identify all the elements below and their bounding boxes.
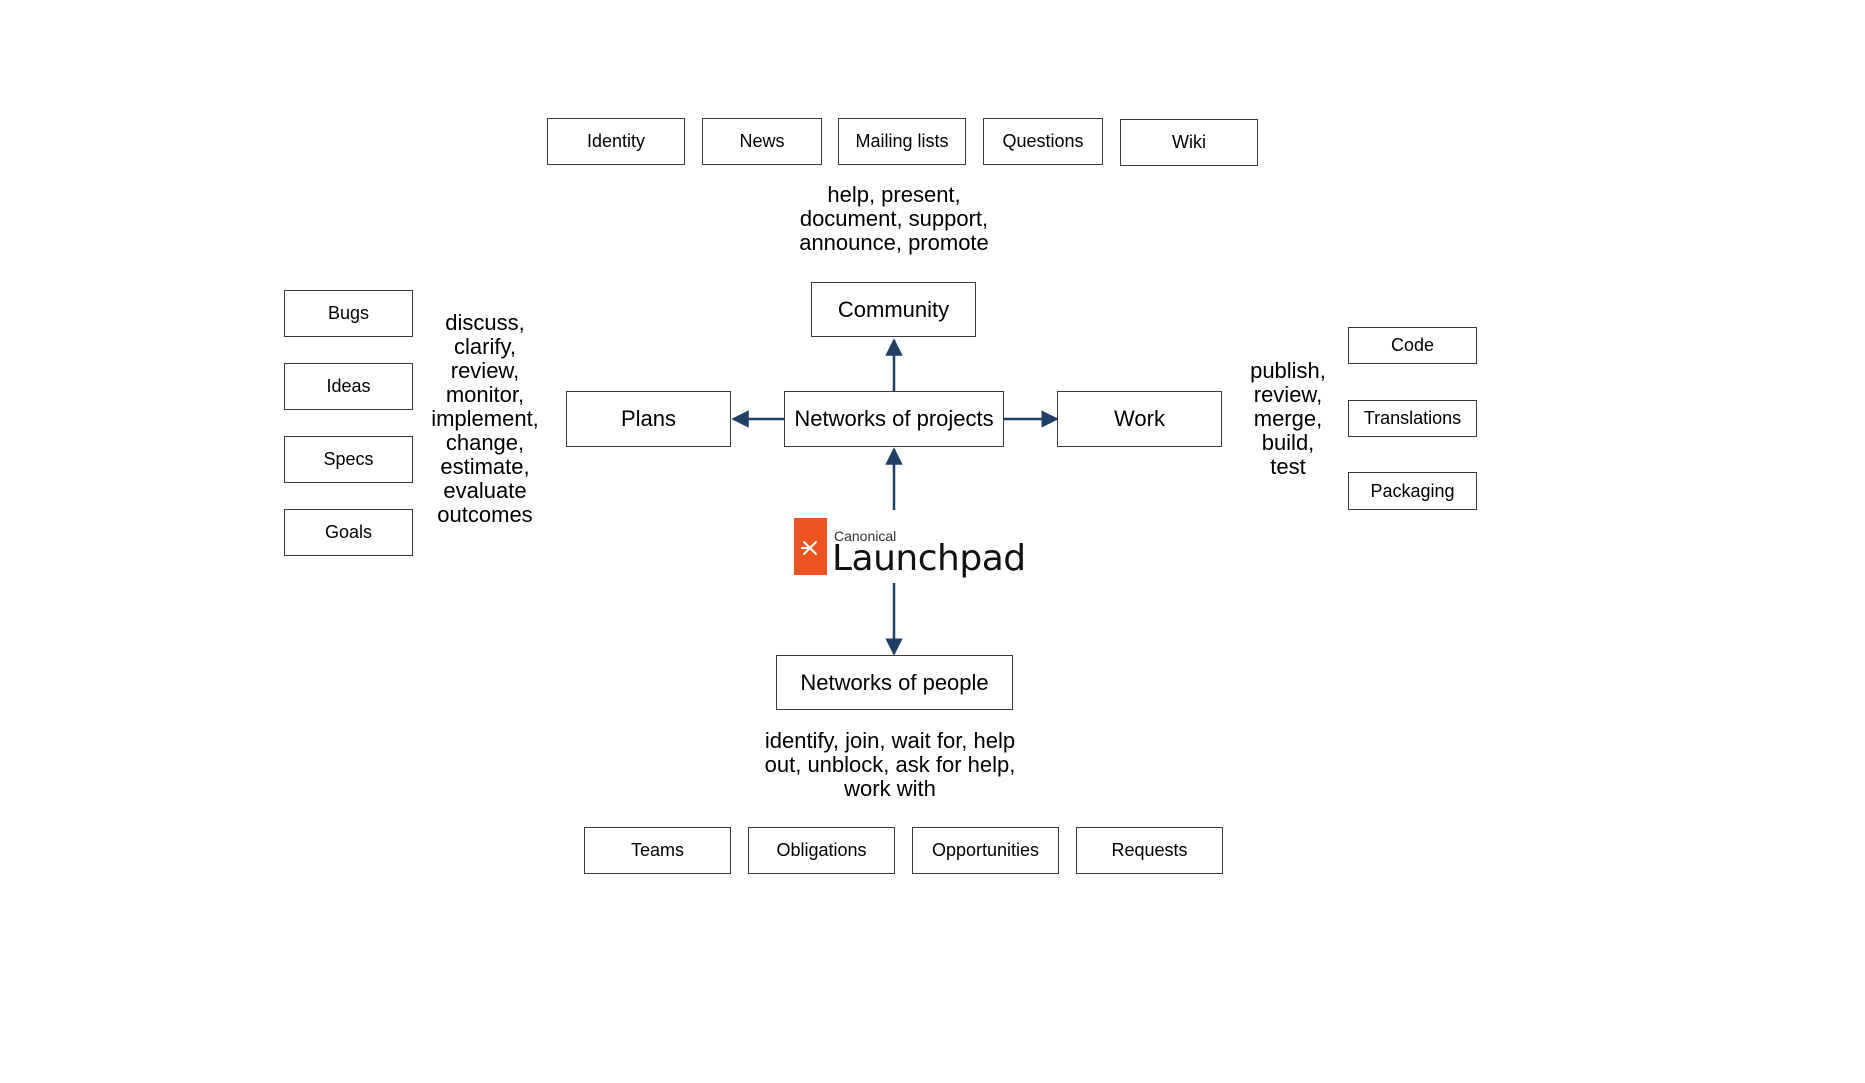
plans-verbs: discuss, clarify, review, monitor, imple… [431, 310, 539, 527]
launchpad-mark-icon [794, 518, 827, 575]
logo-vendor-text: Canonical [834, 528, 897, 544]
goals-box: Goals [284, 509, 413, 556]
requests-box: Requests [1076, 827, 1223, 874]
people-verbs: identify, join, wait for, help out, unbl… [764, 728, 1016, 801]
news-box: News [702, 118, 822, 165]
translations-box: Translations [1348, 400, 1477, 437]
community-verbs: help, present, document, support, announ… [799, 182, 989, 255]
obligations-box: Obligations [748, 827, 895, 874]
work-box: Work [1057, 391, 1222, 447]
mailing-lists-box: Mailing lists [838, 118, 966, 165]
identity-box: Identity [547, 118, 685, 165]
launchpad-logo: Canonical Launchpad [794, 518, 1026, 580]
bugs-box: Bugs [284, 290, 413, 337]
specs-box: Specs [284, 436, 413, 483]
networks-of-projects-box: Networks of projects [784, 391, 1004, 447]
ideas-box: Ideas [284, 363, 413, 410]
work-verbs: publish, review, merge, build, test [1250, 358, 1326, 479]
community-box: Community [811, 282, 976, 337]
opportunities-box: Opportunities [912, 827, 1059, 874]
plans-box: Plans [566, 391, 731, 447]
networks-of-people-box: Networks of people [776, 655, 1013, 710]
questions-box: Questions [983, 118, 1103, 165]
code-box: Code [1348, 327, 1477, 364]
teams-box: Teams [584, 827, 731, 874]
wiki-box: Wiki [1120, 119, 1258, 166]
logo-product-text: Launchpad [832, 538, 1026, 579]
packaging-box: Packaging [1348, 472, 1477, 510]
